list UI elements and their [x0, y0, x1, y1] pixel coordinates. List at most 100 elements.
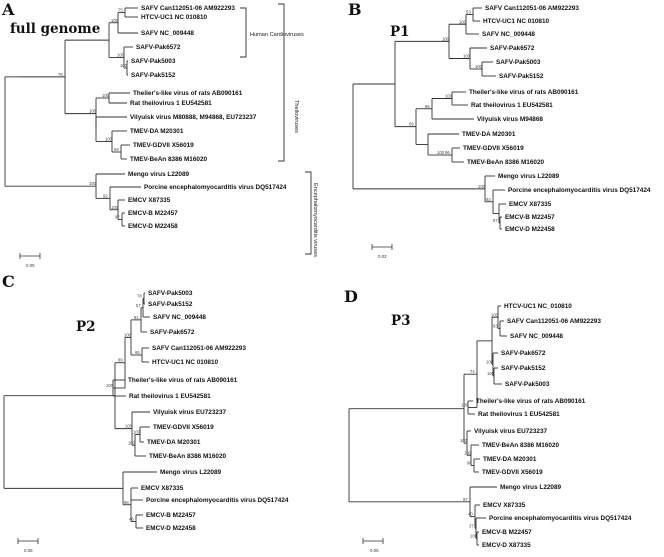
panel-d-letter: D [344, 287, 358, 306]
bootstrap-value: 100 [117, 53, 125, 58]
leaf-label: SAFV-Pak5152 [131, 72, 176, 79]
leaf-label: TMEV-BeAn 8386 M16020 [149, 453, 227, 460]
leaf-label: SAFV-Pak5152 [499, 73, 544, 80]
panel-c-letter: C [2, 272, 15, 291]
leaf-label: SAFV NC_009448 [482, 31, 535, 38]
bootstrap-value: 75 [118, 8, 123, 13]
leaf-label: SAFV Can112051-06 AM922293 [507, 318, 601, 325]
leaf-label: Mengo virus L22089 [498, 173, 560, 180]
bootstrap-value: 96 [467, 461, 472, 466]
leaf-label: TMEV-DA M20301 [462, 131, 516, 138]
bootstrap-value: 89 [118, 358, 123, 363]
leaf-label: SAFV-Pak5152 [501, 365, 546, 372]
leaf-label: Porcine encephalomyocarditis virus DQ517… [146, 497, 289, 504]
bootstrap-value: 37 [469, 523, 474, 528]
bootstrap-value: 74 [470, 369, 475, 374]
bootstrap-value: 100 [89, 181, 97, 186]
leaf-label: SAFV-Pak5003 [131, 58, 176, 65]
leaf-label: Rat theilovirus 1 EU542581 [129, 393, 211, 400]
leaf-label: Mengo virus L22089 [160, 469, 222, 476]
panel-c-tree [3, 292, 157, 529]
leaf-label: TMEV-BeAn 8386 M16020 [467, 159, 545, 166]
bootstrap-value: 100 [442, 36, 450, 41]
leaf-label: EMCV-D M22458 [146, 525, 196, 532]
bootstrap-value: 100 [486, 360, 494, 365]
bootstrap-value: 100 [106, 383, 114, 388]
leaf-label: SAFV-Pak5003 [148, 290, 193, 297]
leaf-label: Theiler's-like virus of rats AB090161 [476, 398, 586, 405]
leaf-label: SAFV-Pak5003 [505, 381, 550, 388]
leaf-label: Porcine encephalomyocarditis virus DQ517… [508, 187, 651, 194]
leaf-label: Porcine encephalomyocarditis virus DQ517… [489, 515, 632, 522]
bootstrap-value: 100 [124, 332, 132, 337]
leaf-label: EMCV-D M22458 [128, 223, 178, 230]
bootstrap-value: 92 [486, 197, 491, 202]
leaf-label: SAFV Can112051-06 AM922293 [141, 5, 235, 12]
leaf-label: EMCV-B M22457 [482, 529, 532, 536]
panel-c-scale-label: 0.05 [24, 548, 33, 553]
leaf-label: HTCV-UC1 NC 010810 [141, 14, 208, 21]
bootstrap-value: 100 [120, 63, 128, 68]
bootstrap-value: 40 [468, 512, 473, 517]
bootstrap-value: 100 [445, 94, 453, 99]
bootstrap-value: 96 [445, 150, 450, 155]
panel-a-title: full genome [10, 21, 100, 37]
leaf-label: SAFV NC_009448 [141, 30, 194, 37]
leaf-label: Rat theilovirus 1 EU542581 [130, 100, 212, 107]
bootstrap-value: 100 [111, 18, 119, 23]
panel-a-tree [4, 7, 141, 227]
bootstrap-value: 100 [459, 19, 467, 24]
leaf-label: TMEV-DA M20301 [483, 456, 537, 463]
panel-b-scale-label: 0.02 [378, 254, 387, 259]
panel-d-tree [348, 305, 507, 546]
bootstrap-value: 89 [409, 122, 414, 127]
panel-c-title: P2 [76, 319, 96, 335]
bootstrap-value: 81 [134, 315, 139, 320]
leaf-label: EMCV-D X87335 [482, 542, 531, 549]
leaf-label: TMEV-DA M20301 [147, 439, 201, 446]
leaf-label: EMCV-D M22458 [505, 226, 555, 233]
panel-b-scale-bar: 0.02 [371, 244, 393, 259]
bootstrap-value: 100 [464, 450, 472, 455]
bootstrap-value: 100 [105, 137, 113, 142]
leaf-label: SAFV-Pak5003 [496, 59, 541, 66]
leaf-label: TMEV-GDVII X56019 [463, 145, 524, 152]
bootstrap-value: 100 [89, 109, 97, 114]
bootstrap-value: 63 [493, 324, 498, 329]
leaf-label: Vilyuisk virus M80888, M94868, EU723237 [130, 114, 257, 121]
leaf-label: Vilyuisk virus M94868 [477, 116, 543, 123]
leaf-label: EMCV-B M22457 [146, 512, 196, 519]
bootstrap-value: 100 [478, 184, 486, 189]
leaf-label: TMEV-GDVII X56019 [153, 424, 214, 431]
bootstrap-value: 78 [137, 294, 142, 299]
leaf-label: Rat theilovirus 1 EU542581 [478, 411, 560, 418]
leaf-label: Vilyuisk virus EU723237 [474, 428, 548, 435]
bracket-human-cardioviruses: Human Cardioviruses [250, 32, 304, 38]
leaf-label: SAFV-Pak5152 [148, 301, 193, 308]
bootstrap-value: 100 [102, 93, 110, 98]
panel-a-scale-label: 0.05 [26, 263, 35, 268]
leaf-label: SAFV NC_009448 [153, 314, 206, 321]
bootstrap-value: 67 [493, 218, 498, 223]
panel-a: A full genome SAFV Can112051-06 AM922293… [1, 0, 318, 268]
leaf-label: Mengo virus L22089 [128, 171, 190, 178]
bootstrap-value: 53 [466, 10, 471, 15]
leaf-label: TMEV-GDVII X56019 [482, 469, 543, 476]
leaf-label: SAFV Can112051-06 AM922293 [485, 5, 579, 12]
leaf-label: EMCV X87335 [483, 502, 526, 509]
panel-b: B P1 SAFV Can112051-06 AM922293HTCV-UC1 … [348, 0, 651, 259]
leaf-label: Vilyuisk virus EU723237 [153, 409, 227, 416]
bootstrap-value: 100 [125, 424, 133, 429]
panel-c-scale-bar: 0.05 [17, 538, 39, 553]
leaf-label: EMCV-B M22457 [128, 210, 178, 217]
leaf-label: TMEV-BeAn 8386 M16020 [130, 156, 208, 163]
panel-a-scale-bar: 0.05 [19, 253, 41, 268]
bootstrap-value: 98 [124, 500, 129, 505]
leaf-label: Theiler's-like virus of rats AB090161 [469, 89, 579, 96]
leaf-label: SAFV-Pak6572 [136, 44, 181, 51]
